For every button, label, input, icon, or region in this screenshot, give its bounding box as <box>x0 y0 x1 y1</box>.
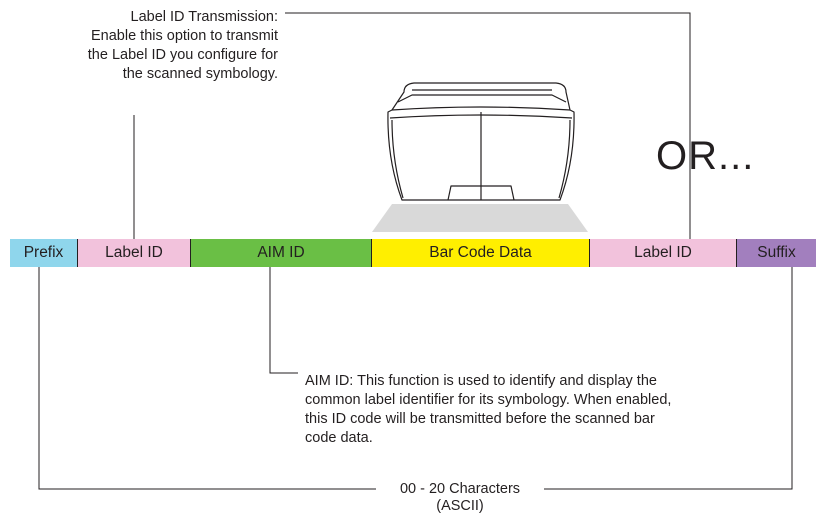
field-prefix: Prefix <box>10 239 77 267</box>
field-prefix-label: Prefix <box>23 244 64 261</box>
label-id-right-leader <box>285 12 691 239</box>
barcode-scanner-icon <box>372 82 588 232</box>
field-aim-id: AIM ID <box>190 239 371 267</box>
or-label: OR... <box>656 134 755 178</box>
field-label-id-left: Label ID <box>77 239 190 267</box>
aim-id-leader <box>269 267 298 374</box>
field-bar-code-data-label: Bar Code Data <box>429 244 532 261</box>
aim-id-callout: AIM ID: This function is used to identif… <box>305 373 672 446</box>
field-label-id-right-label: Label ID <box>634 244 692 261</box>
label-id-transmission-callout: Label ID Transmission: Enable this optio… <box>87 9 278 82</box>
field-suffix: Suffix <box>736 239 816 267</box>
field-label-id-right: Label ID <box>589 239 736 267</box>
callout-lines <box>38 12 793 490</box>
character-range-label: 00 - 20 Characters (ASCII) <box>399 481 521 514</box>
field-aim-id-label: AIM ID <box>257 244 305 261</box>
scanner-shadow <box>372 204 588 232</box>
range-bracket-right <box>544 267 793 490</box>
field-label-id-left-label: Label ID <box>105 244 163 261</box>
field-bar-code-data: Bar Code Data <box>371 239 589 267</box>
range-bracket-left <box>38 267 376 490</box>
field-suffix-label: Suffix <box>757 244 796 261</box>
